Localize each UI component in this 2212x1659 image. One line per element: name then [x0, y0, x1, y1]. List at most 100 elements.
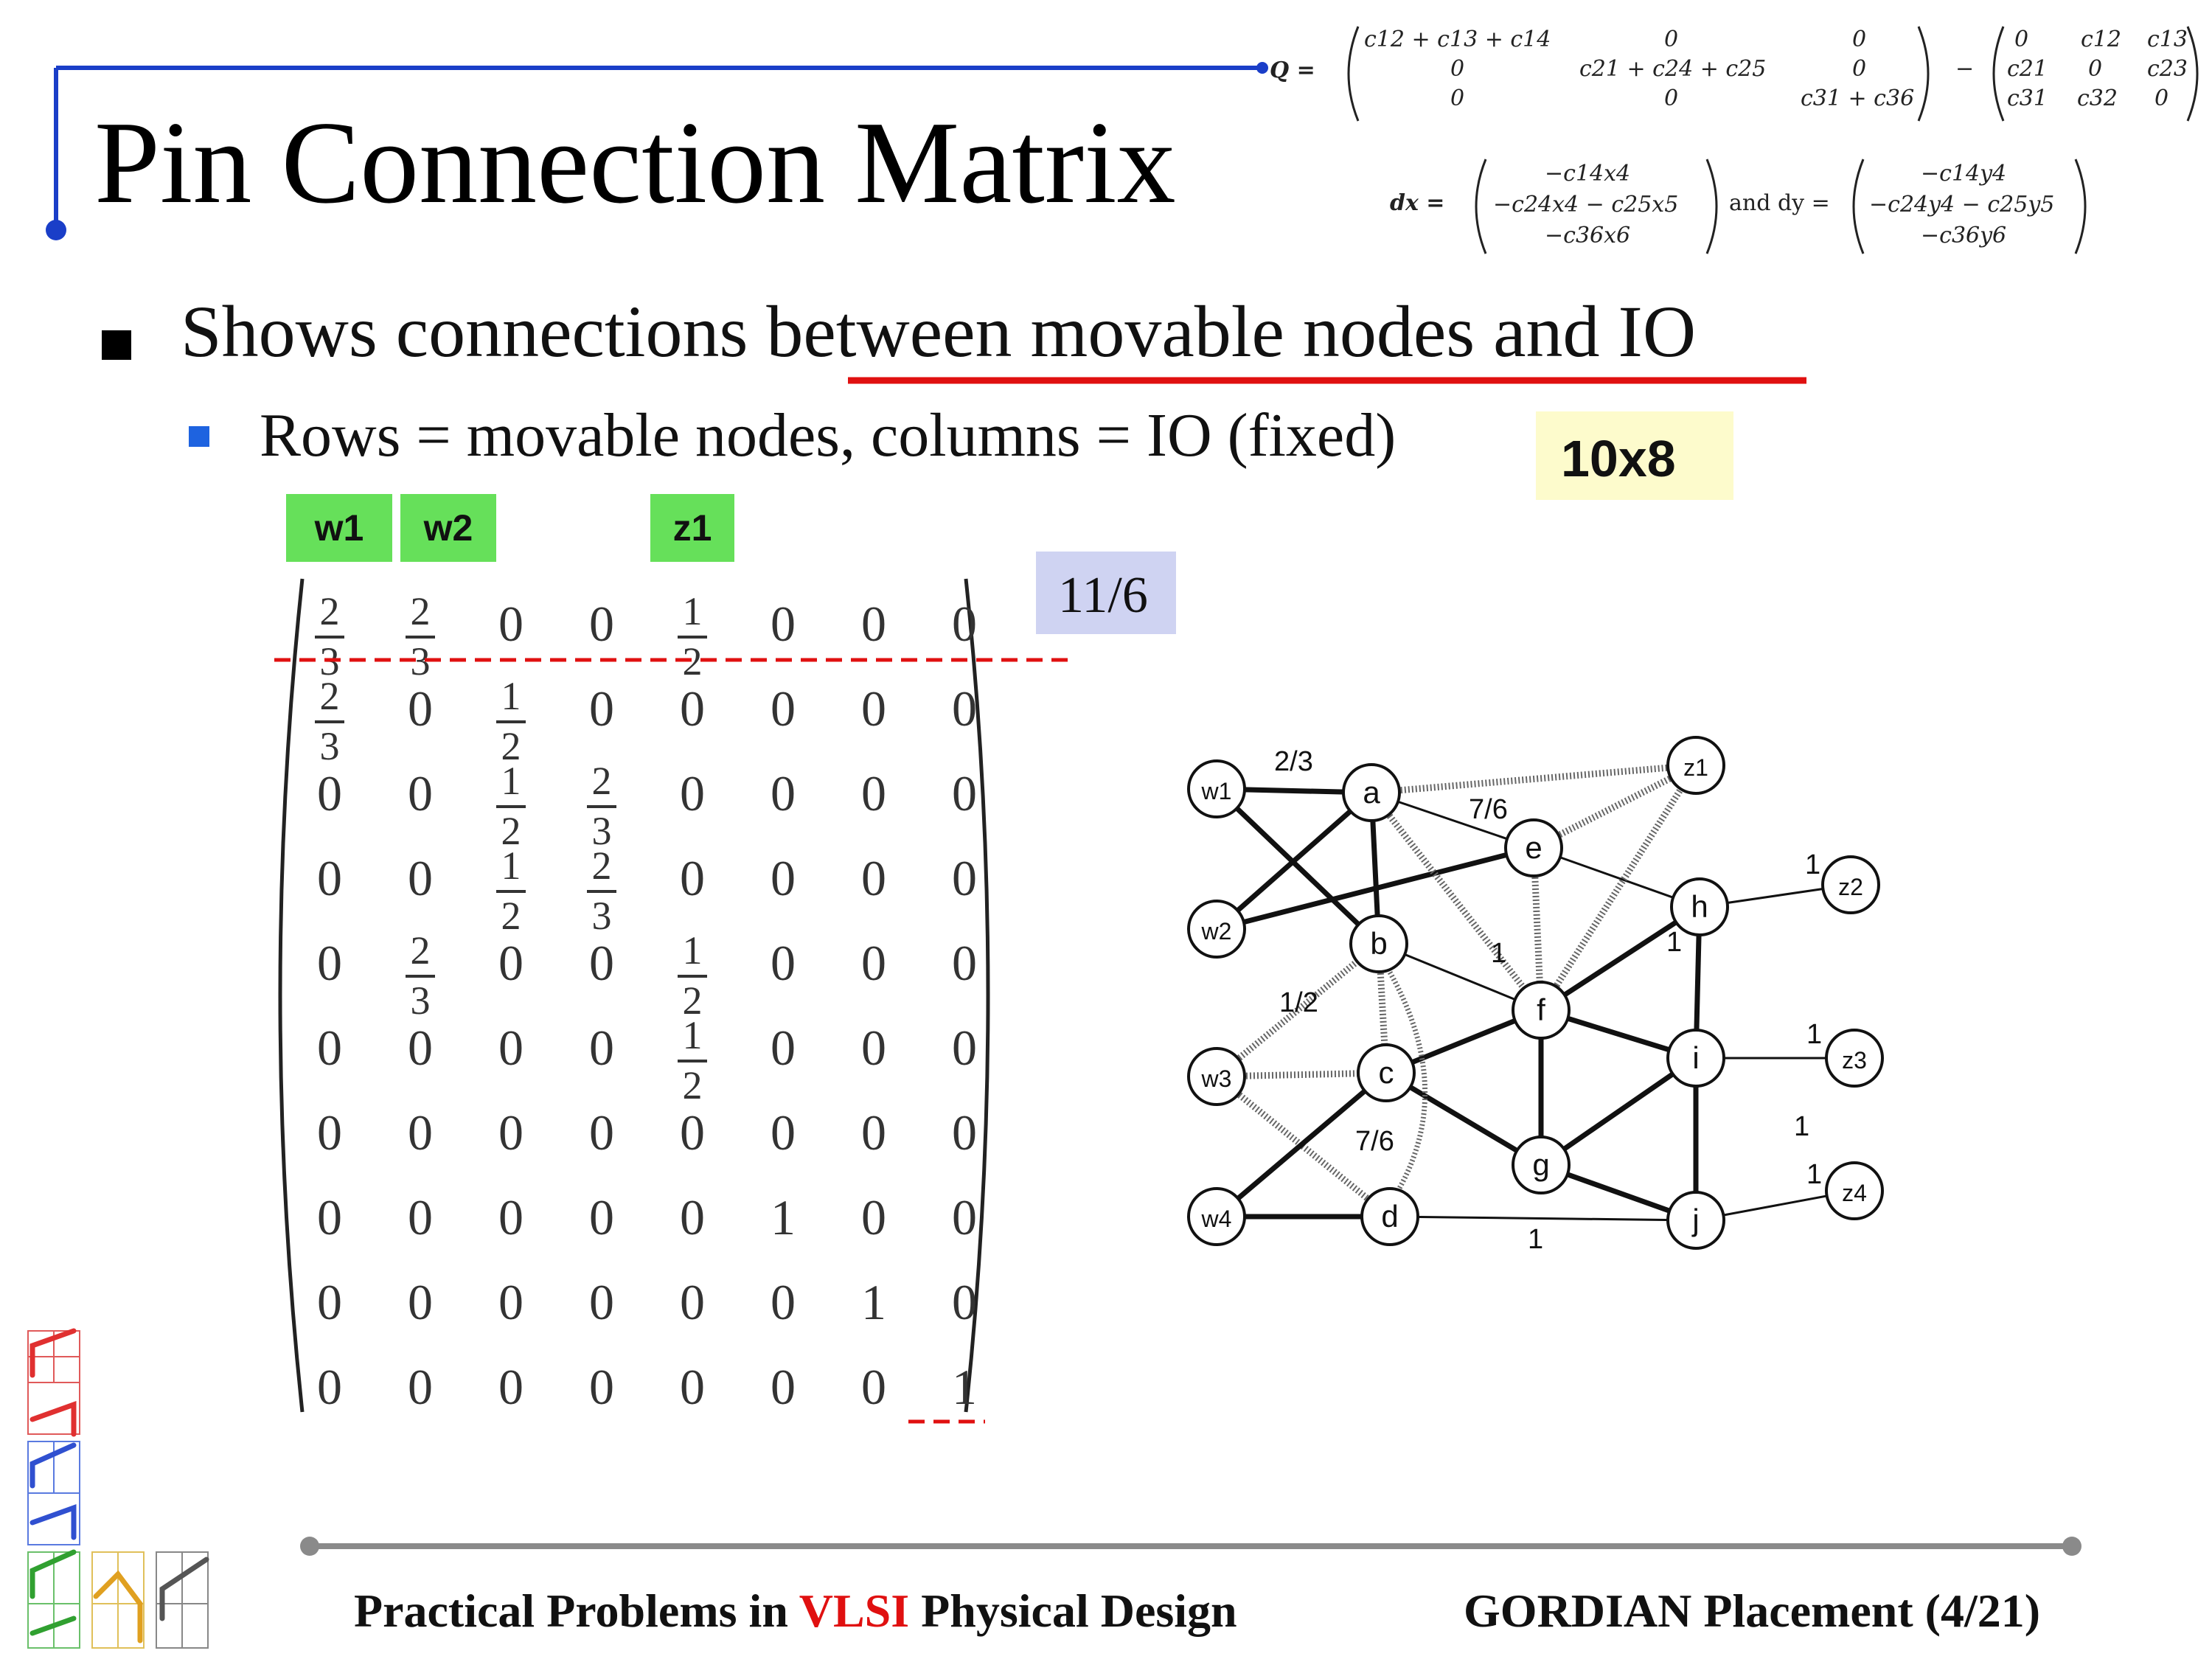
matrix-cell: 0	[861, 765, 886, 821]
edge-weight-label: 7/6	[1355, 1126, 1394, 1157]
logo-graphic	[27, 1328, 209, 1649]
graph-edge	[1214, 787, 1381, 946]
edge-weight-label: 1	[1491, 938, 1506, 969]
q-cell: c31	[2007, 86, 2048, 111]
matrix-cell: 0	[498, 1274, 524, 1330]
q-cell: 0	[1664, 86, 1679, 111]
d-formula: dx = −c14x4 −c24x4 − c25x5 −c36x6 and dy…	[1390, 155, 2098, 258]
graph-node-e: e	[1504, 818, 1563, 877]
matrix-cell: 0	[589, 596, 614, 652]
q-cell: c23	[2147, 56, 2188, 82]
q-cell: 0	[1852, 27, 1867, 52]
q-cell: 0	[2014, 27, 2029, 52]
matrix-cell: 0	[498, 596, 524, 652]
matrix-cell: 0	[498, 1359, 524, 1415]
matrix-cell: 0	[589, 1105, 614, 1161]
graph-edge	[1214, 1071, 1388, 1219]
footer-course-post: Physical Design	[909, 1585, 1237, 1637]
graph-node-w2: w2	[1187, 900, 1246, 959]
edge-weight-label: 1/2	[1279, 987, 1318, 1018]
dx-cell: −c24x4 − c25x5	[1493, 192, 1679, 218]
q-cell: c31 + c36	[1801, 86, 1915, 111]
q-cell: c13	[2147, 27, 2188, 52]
matrix-cell: 0	[771, 1105, 796, 1161]
q-cell: 0	[1852, 56, 1867, 82]
matrix-cell: 0	[680, 1105, 705, 1161]
svg-text:w1: w1	[1201, 778, 1232, 804]
bullet-marker	[102, 330, 131, 360]
matrix-cell: 0	[680, 681, 705, 737]
svg-text:z2: z2	[1838, 874, 1863, 900]
matrix-cell: 0	[680, 1274, 705, 1330]
matrix-right-paren	[964, 578, 990, 1413]
red-underline	[848, 377, 1806, 384]
q-cell: c21	[2007, 56, 2048, 82]
matrix-cell: 0	[861, 1020, 886, 1076]
dy-cell: −c24y4 − c25y5	[1869, 192, 2055, 218]
graph-node-w3: w3	[1187, 1047, 1246, 1106]
matrix-cell: 0	[952, 1189, 977, 1245]
matrix-cell: 0	[861, 935, 886, 991]
sum-note: 11/6	[1036, 552, 1176, 634]
matrix-cell: 0	[408, 1274, 433, 1330]
matrix-cell: 0	[861, 1105, 886, 1161]
svg-text:f: f	[1537, 992, 1545, 1027]
q-formula: Q = c12 + c13 + c14 0 0 0 c21 + c24 + c2…	[1270, 22, 2206, 125]
footer-course-vlsi: VLSI	[799, 1585, 910, 1637]
graph-node-i: i	[1666, 1029, 1725, 1088]
dy-cell: −c36y6	[1921, 223, 2007, 248]
dx-cell: −c36x6	[1545, 223, 1631, 248]
sub-bullet-marker	[189, 426, 209, 447]
matrix-cell: 0	[861, 681, 886, 737]
matrix-cell: 1	[952, 1359, 977, 1415]
size-note-text: 10x8	[1561, 430, 1676, 487]
matrix-cell: 0	[317, 850, 342, 906]
svg-text:z3: z3	[1842, 1047, 1867, 1074]
q-cell: 0	[2154, 86, 2169, 111]
matrix-cell: 0	[589, 1189, 614, 1245]
pin-connection-matrix: 2323001200023012000000012230000001223000…	[265, 568, 1003, 1453]
and-dy: and dy =	[1729, 190, 1830, 216]
matrix-cell: 0	[771, 1274, 796, 1330]
matrix-cell: 0	[317, 765, 342, 821]
matrix-cell: 0	[952, 1105, 977, 1161]
matrix-cell: 0	[952, 596, 977, 652]
matrix-cell: 0	[952, 935, 977, 991]
matrix-cell: 0	[408, 1020, 433, 1076]
graph-edge	[1389, 1215, 1697, 1222]
graph-edge	[1540, 1056, 1697, 1167]
footer-slide-number: GORDIAN Placement (4/21)	[1464, 1585, 2041, 1637]
matrix-cell: 0	[771, 850, 796, 906]
q-cell: 0	[1450, 86, 1465, 111]
sub-bullet-text: Rows = movable nodes, columns = IO (fixe…	[260, 401, 1397, 470]
svg-text:b: b	[1370, 926, 1387, 961]
matrix-cell: 0	[317, 1189, 342, 1245]
matrix-cell: 0	[861, 850, 886, 906]
graph-edge	[1214, 790, 1374, 931]
svg-text:e: e	[1525, 830, 1542, 865]
matrix-cell: 0	[952, 1274, 977, 1330]
graph-node-d: d	[1360, 1187, 1419, 1246]
sum-note-text: 11/6	[1058, 567, 1148, 624]
graph-node-j: j	[1666, 1191, 1725, 1250]
graph-node-z3: z3	[1825, 1029, 1884, 1088]
matrix-cell: 0	[589, 935, 614, 991]
footer-rule	[300, 1537, 2081, 1556]
graph-node-f: f	[1512, 981, 1571, 1040]
matrix-cell: 0	[680, 850, 705, 906]
graph-edge	[1540, 905, 1701, 1012]
matrix-cell: 0	[498, 1189, 524, 1245]
graph-edge	[1385, 1070, 1543, 1168]
graph-edge	[1368, 790, 1544, 1012]
matrix-cell: 0	[771, 935, 796, 991]
matrix-cell: 0	[498, 1105, 524, 1161]
svg-text:z1: z1	[1683, 754, 1708, 781]
svg-text:w4: w4	[1201, 1206, 1232, 1232]
